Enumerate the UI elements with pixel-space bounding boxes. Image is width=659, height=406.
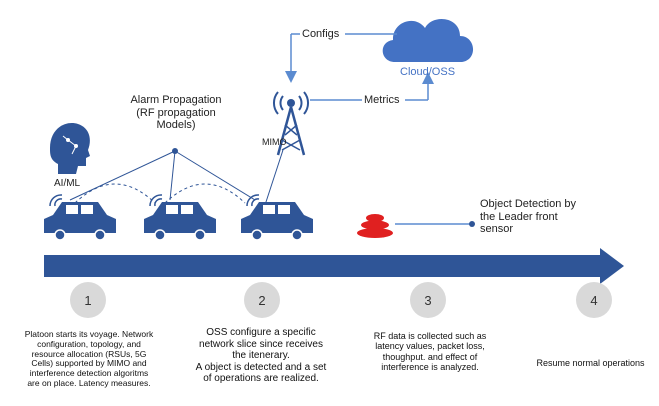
obstacle-label: Obstacle <box>352 241 395 252</box>
object-detection-label: Object Detection by the Leader front sen… <box>480 198 576 236</box>
obstacle-icon <box>357 214 393 238</box>
cloud-oss-label: Cloud/OSS <box>400 66 456 78</box>
configs-connector <box>285 33 397 83</box>
ai-ml-head-icon <box>50 123 90 174</box>
step-description-2: OSS configure a specific network slice s… <box>195 327 327 384</box>
metrics-label: Metrics <box>364 94 400 106</box>
step-description-4: Resume normal operations <box>536 358 645 368</box>
radio-tower-icon <box>273 91 309 156</box>
step-circle-4: 4 <box>576 282 612 318</box>
timeline-arrow <box>44 248 624 284</box>
ai-ml-label: AI/ML <box>54 178 81 189</box>
vehicle-label-v2: V2 <box>172 241 186 253</box>
cloud-icon <box>382 18 474 62</box>
step-circle-1: 1 <box>70 282 106 318</box>
step-description-1: Platoon starts its voyage. Network confi… <box>24 329 154 388</box>
object-detection-connector <box>395 221 475 227</box>
step-description-3: RF data is collected such as latency val… <box>373 331 487 373</box>
car-icon-v2 <box>144 194 216 241</box>
vehicle-label-v1: V1 <box>74 241 88 253</box>
vehicle-label-leader: Leader <box>259 241 296 253</box>
alarm-propagation-label: Alarm Propagation (RF propagation Models… <box>130 94 222 132</box>
car-icon-v1 <box>44 194 116 241</box>
metrics-connector <box>310 72 434 101</box>
step-circle-2: 2 <box>244 282 280 318</box>
step-circle-3: 3 <box>410 282 446 318</box>
car-icon-leader <box>241 194 313 241</box>
configs-label: Configs <box>302 28 340 40</box>
alarm-propagation-links <box>69 148 284 206</box>
mimo-label: MIMO <box>262 137 287 147</box>
